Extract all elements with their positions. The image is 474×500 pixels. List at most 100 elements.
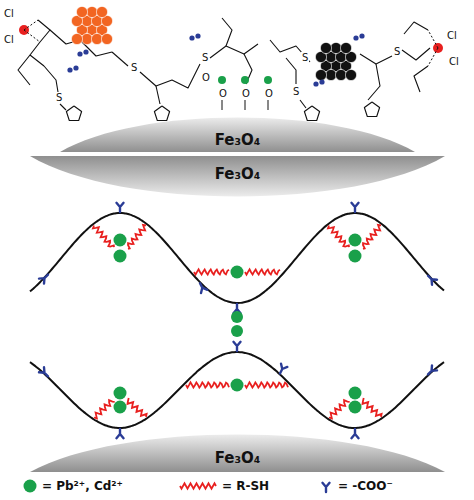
metal-ion [349,250,362,263]
sulfur-pair [83,49,88,54]
bond-line [66,106,81,120]
thiol-chain [363,398,382,417]
atom-label: O [201,72,211,83]
particle-label: Fe₃O₄ [215,132,261,149]
bond-line [156,86,160,104]
carboxylate-mark [351,429,358,438]
carboxylate-mark [116,203,123,212]
surface-bond [268,100,269,110]
nanoparticle-orange [96,6,107,17]
sulfur-pair [313,81,318,86]
thiol-chain [329,400,350,418]
legend-item: = R-SH [178,478,269,494]
nanoparticle-black [330,42,341,53]
legend-swatch [178,478,218,494]
carboxylate-mark [280,364,287,374]
atom-label: S [393,46,401,57]
atom-label: O [218,88,228,99]
bond-line [270,40,310,62]
legend-item: = -COO⁻ [318,478,393,494]
surface-molecules [18,6,443,120]
metal-ion [114,234,127,247]
sulfur-pair [67,67,72,72]
bond-line [140,64,200,88]
bond-line [210,44,258,58]
surface-ion [264,76,272,84]
legend-ion [24,480,37,493]
nanoparticle-black [315,69,326,80]
atom-label: S [201,52,209,63]
bond-line [112,52,128,66]
legend-text: = -COO⁻ [338,479,393,493]
bond-line [154,106,169,120]
atom-label: Cl [3,8,15,19]
bond-line [304,106,319,120]
metal-ion [231,266,244,279]
thiol-chain [128,225,146,249]
nanoparticle-orange [81,33,92,44]
thiol-chain [328,225,349,247]
atom-label: Cl [448,56,460,67]
coordination-line [24,20,38,30]
thiol-chain [180,483,216,488]
bond-line [364,102,379,116]
sulfur-pair [195,33,200,38]
legend-item: = Pb²⁺, Cd²⁺ [22,478,123,494]
nanoparticle-orange [91,33,102,44]
bond-line [286,58,296,84]
particle-shape [30,156,445,210]
particle-core: Fe₃O₄ [30,422,445,472]
polymer-chain [30,352,444,428]
metal-ion [114,387,127,400]
thiol-chain [93,225,114,247]
carboxylate-mark [233,342,240,351]
particle-core: Fe₃O₄ [60,106,415,152]
atom-label: S [55,92,63,103]
carboxylate-mark [116,429,123,438]
bond-line [222,18,232,46]
metal-ion [114,401,127,414]
sulfur-pair [189,35,194,40]
thiol-chain [128,398,147,417]
surface-bond [222,100,223,110]
carboxylate-mark [200,283,207,293]
nanoparticle-orange [71,33,82,44]
nanoparticle-orange [101,33,112,44]
polymer-chain [30,213,444,303]
particle-label: Fe₃O₄ [215,450,261,467]
nanoparticle-black [325,69,336,80]
nanoparticle-orange [86,6,97,17]
nanoparticle-black [335,69,346,80]
coordination-line [428,48,438,66]
metal-ion [231,311,243,323]
particle-body [30,435,445,473]
sulfur-pair [73,65,78,70]
surface-ion [218,76,226,84]
metal-ion [114,250,127,263]
metal-ion [231,325,243,337]
nanoparticle-black [345,69,356,80]
surface-bond [245,100,246,110]
nanoparticle-orange [76,6,87,17]
atom-label: O [241,88,251,99]
bond-line [404,22,428,34]
metal-ion [349,401,362,414]
sulfur-pair [77,51,82,56]
metal-ion [349,234,362,247]
bond-line [30,20,50,66]
particle-body [60,118,415,153]
atom-label: O [264,88,274,99]
coordination-line [24,30,40,42]
thiol-chain [186,382,229,387]
atom-label: S [130,62,138,73]
atom-label: S [292,86,300,97]
carboxylate-mark [322,483,329,492]
bond-line [44,66,58,92]
carboxylate-mark [39,275,48,284]
bond-line [18,55,30,85]
crosslink-network [30,203,444,438]
atom-label: Cl [446,30,458,41]
thiol-chain [245,382,288,387]
atom-label: Cl [3,34,15,45]
